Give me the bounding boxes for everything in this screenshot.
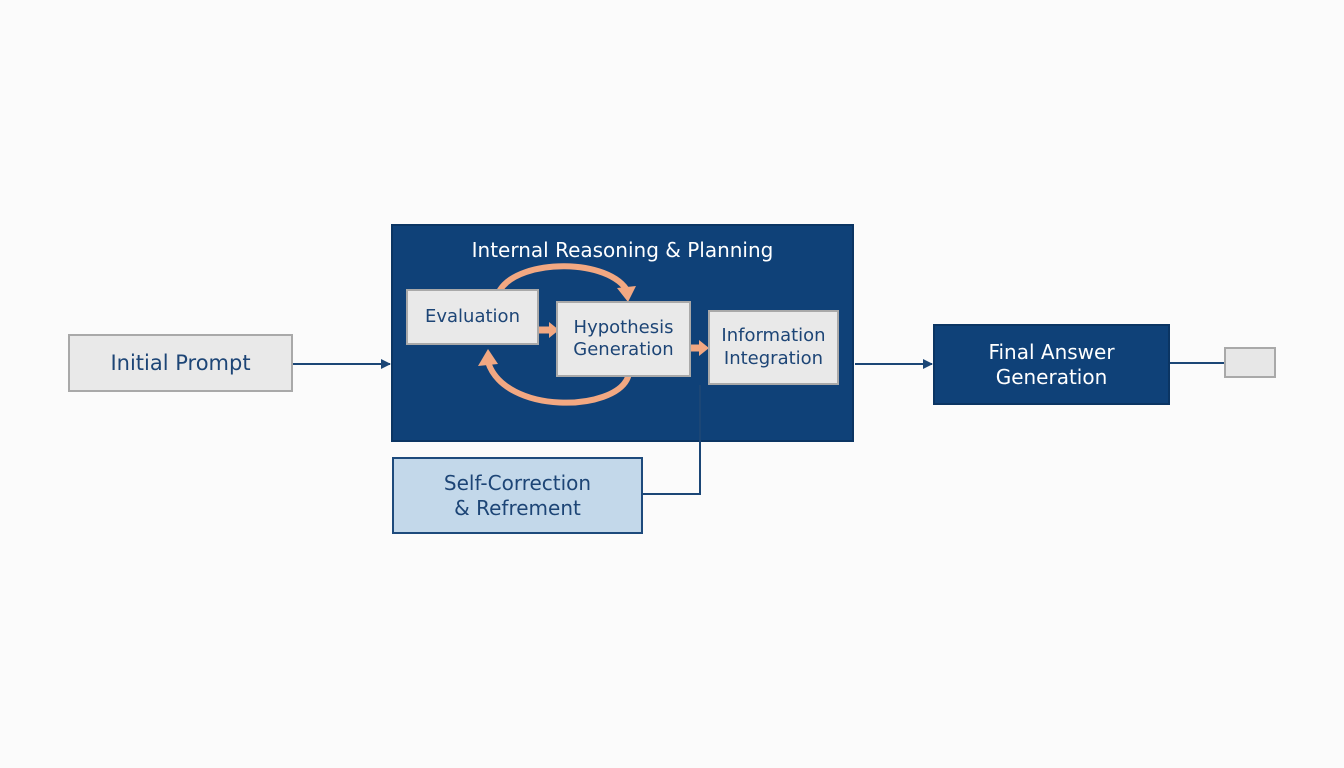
evaluation-node: Evaluation [406, 289, 539, 345]
hypothesis-generation-node: Hypothesis Generation [556, 301, 691, 377]
final-answer-label-line-1: Final Answer [988, 339, 1115, 364]
final-answer-label-line-2: Generation [995, 364, 1108, 389]
hypothesis-label-line-2: Generation [573, 339, 674, 360]
loop-arrow-top-head [617, 286, 636, 302]
internal-reasoning-title: Internal Reasoning & Planning [471, 238, 774, 262]
loop-arrow-bottom-head [478, 349, 498, 366]
information-label-line-2: Integration [723, 347, 824, 369]
hypothesis-label-line-1: Hypothesis [573, 316, 674, 338]
output-node [1224, 347, 1276, 378]
loop-arrow-top [497, 263, 631, 295]
self-correction-label-line-2: & Refrement [454, 495, 581, 520]
self-correction-node: Self-Correction & Refrement [392, 457, 643, 534]
loop-arrow-bottom [485, 359, 631, 406]
self-correction-label-line-1: Self-Correction [443, 470, 592, 495]
final-answer-node: Final Answer Generation [933, 324, 1170, 405]
evaluation-label: Evaluation [425, 305, 520, 327]
initial-prompt-node: Initial Prompt [68, 334, 293, 392]
arrow-eval-to-hyp-head [549, 322, 559, 338]
information-integration-node: Information Integration [708, 310, 839, 385]
arrow-hyp-to-info-head [699, 340, 709, 356]
information-label-line-1: Information [721, 325, 826, 346]
initial-prompt-label: Initial Prompt [110, 350, 251, 375]
